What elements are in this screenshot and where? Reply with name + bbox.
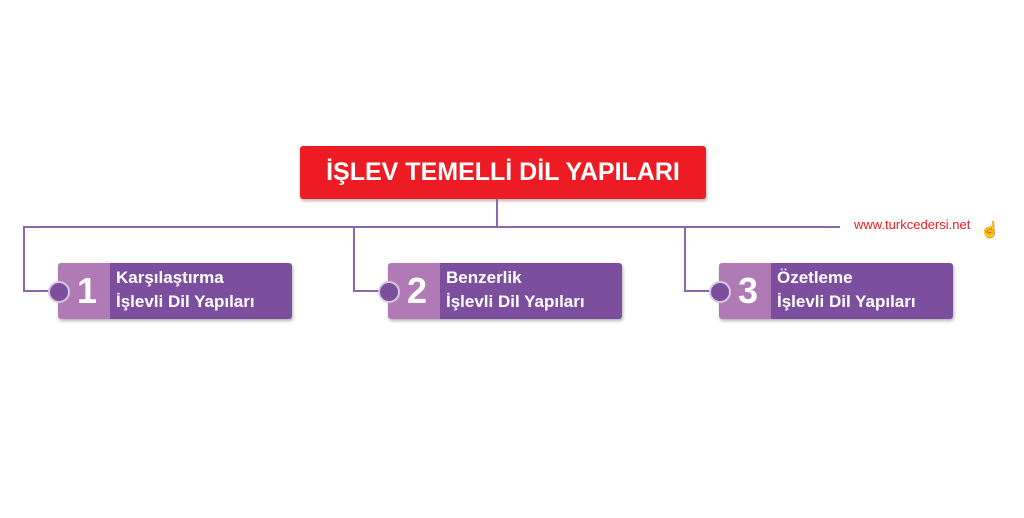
connector-trunk — [496, 199, 498, 227]
connector-foot-2 — [353, 290, 389, 292]
watermark-link[interactable]: www.turkcedersi.net — [854, 217, 971, 232]
connector-drop-1 — [23, 226, 25, 292]
pointer-hand-icon: ☝ — [980, 222, 1000, 239]
node-label-line2: İşlevli Dil Yapıları — [777, 292, 916, 311]
connector-dot-3 — [709, 281, 731, 303]
node-number: 1 — [58, 263, 110, 319]
node-label-line1: Karşılaştırma — [116, 268, 224, 287]
connector-foot-3 — [684, 290, 720, 292]
connector-horizontal — [23, 226, 840, 228]
connector-drop-2 — [353, 226, 355, 292]
connector-drop-3 — [684, 226, 686, 292]
node-label-line1: Özetleme — [777, 268, 853, 287]
connector-dot-2 — [378, 281, 400, 303]
node-label-line2: İşlevli Dil Yapıları — [446, 292, 585, 311]
root-title: İŞLEV TEMELLİ DİL YAPILARI — [300, 146, 706, 199]
node-label-line2: İşlevli Dil Yapıları — [116, 292, 255, 311]
connector-foot-1 — [23, 290, 59, 292]
node-number: 3 — [719, 263, 771, 319]
connector-dot-1 — [48, 281, 70, 303]
node-label-line1: Benzerlik — [446, 268, 522, 287]
